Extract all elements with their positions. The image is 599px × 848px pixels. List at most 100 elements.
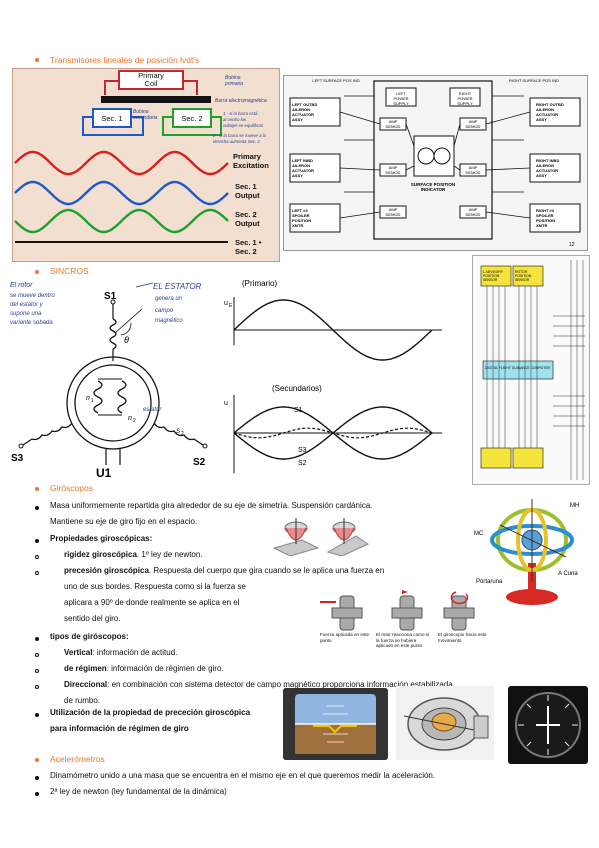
svg-text:El rotor: El rotor (10, 282, 33, 289)
bullet (35, 792, 39, 796)
svg-text:RIGHT: RIGHT (459, 91, 472, 96)
caption-rotor: El rotor reacciona como si la fuerza se … (376, 632, 430, 648)
svg-text:POWER: POWER (393, 96, 408, 101)
svg-text:POSITION: POSITION (515, 274, 532, 278)
svg-text:Sec. 2: Sec. 2 (235, 210, 257, 219)
svg-text:u: u (224, 400, 228, 407)
svg-text:RIGHT #3: RIGHT #3 (536, 208, 555, 213)
svg-text:primaria: primaria (224, 81, 243, 87)
svg-text:LEFT OUTBD: LEFT OUTBD (292, 102, 317, 107)
svg-text:SENSOR: SENSOR (483, 278, 498, 282)
svg-text:AMP: AMP (389, 207, 398, 212)
precesion-line-4: sentido del giro. (64, 614, 121, 623)
sub-bullet (35, 669, 39, 673)
giroscopos-heading: Giróscopos (50, 483, 93, 493)
svg-text:variante sobada: variante sobada (10, 320, 53, 326)
svg-text:AILERON: AILERON (536, 107, 554, 112)
svg-text:Bobina: Bobina (133, 109, 149, 115)
rate-gyro-photo (396, 686, 494, 760)
svg-text:2: 2 (181, 431, 184, 437)
svg-text:Excitation: Excitation (233, 161, 269, 170)
svg-text:ACTUATOR: ACTUATOR (536, 112, 558, 117)
svg-text:SURFACE POSITION: SURFACE POSITION (411, 182, 455, 187)
heading-bullet (35, 487, 39, 491)
svg-text:MC: MC (474, 531, 484, 537)
tipos-label: tipos de giróscopos: (50, 632, 129, 641)
svg-text:LEFT: LEFT (396, 91, 406, 96)
regimen-term: de régimen (64, 664, 107, 673)
svg-text:2: 2 (133, 418, 136, 424)
lvdt-figure: Primary Coil Sec. 1 Sec. 2 Bobina primar… (12, 68, 280, 262)
svg-text:SENSOR: SENSOR (515, 278, 530, 282)
svg-text:voltajes se equilibran: voltajes se equilibran (223, 123, 264, 128)
gyro-rigidity-illustration (272, 514, 372, 557)
svg-text:S3: S3 (298, 447, 307, 454)
vertical-desc: : información de actitud. (92, 648, 178, 657)
svg-text:A Cuna: A Cuna (558, 571, 578, 577)
svg-text:AILERON: AILERON (292, 107, 310, 112)
svg-text:ASSY: ASSY (292, 117, 303, 122)
svg-text:S: S (176, 429, 180, 435)
acel-paragraph-1: Dinamómetro unido a una masa que se encu… (50, 771, 436, 780)
lvdt-heading: Transmisores lineales de posición lvdt's (50, 55, 200, 65)
synchro-schematic: El rotor se mueve dentro del estator y s… (8, 275, 230, 480)
svg-text:DEMOD: DEMOD (386, 212, 401, 217)
precesion-line: precesión giroscópica. Respuesta del cue… (64, 563, 474, 578)
precesion-line-2: uno de sus bordes. Respuesta como si la … (64, 582, 246, 591)
rigidez-desc: . 1º ley de newton. (136, 550, 203, 559)
svg-text:Output: Output (235, 191, 260, 200)
sincros-heading: SINCROS (50, 266, 89, 276)
svg-text:LEFT SURFACE POS IND: LEFT SURFACE POS IND (312, 78, 359, 83)
svg-text:DEMOD: DEMOD (466, 124, 481, 129)
vertical-line: Vertical: información de actitud. (64, 645, 177, 660)
svg-text:DIGITAL FLIGHT GUIDANCE COMPUT: DIGITAL FLIGHT GUIDANCE COMPUTER (485, 366, 550, 370)
sec2-coil-label: Sec. 2 (181, 114, 202, 123)
direccional-desc: : en combinación con sistema detector de… (107, 680, 453, 689)
svg-text:DEMOD: DEMOD (466, 212, 481, 217)
bullet (35, 506, 39, 510)
bullet (35, 776, 39, 780)
svg-text:12: 12 (569, 242, 575, 248)
attitude-indicator-photo (283, 688, 388, 760)
svg-text:magnético: magnético (155, 318, 183, 324)
svg-text:SUPPLY: SUPPLY (457, 101, 473, 106)
svg-text:secundaria: secundaria (133, 115, 158, 121)
heading-bullet (35, 758, 39, 762)
svg-text:(Primario): (Primario) (242, 279, 277, 288)
svg-text:ASSY: ASSY (536, 173, 547, 178)
svg-text:2 · si la barra se mueve a la: 2 · si la barra se mueve a la (212, 133, 267, 138)
svg-text:S2: S2 (193, 457, 206, 468)
svg-text:E: E (229, 303, 233, 309)
svg-text:POSITION: POSITION (536, 218, 555, 223)
gyro-paragraph-1b: Mantiene su eje de giro fijo en el espac… (50, 517, 198, 526)
svg-text:1 · si la barra está: 1 · si la barra está (223, 111, 258, 116)
svg-text:AMP: AMP (469, 119, 478, 124)
svg-text:ASSY: ASSY (536, 117, 547, 122)
svg-text:Primary: Primary (233, 152, 262, 161)
svg-text:AMP: AMP (389, 165, 398, 170)
svg-text:LEFT INBD: LEFT INBD (292, 158, 313, 163)
svg-text:DEMOD: DEMOD (386, 124, 401, 129)
svg-text:DEMOD: DEMOD (466, 170, 481, 175)
svg-text:AILERON: AILERON (536, 163, 554, 168)
svg-text:derecha aumenta Sec. 2: derecha aumenta Sec. 2 (213, 139, 260, 144)
svg-text:L ADVISORY: L ADVISORY (483, 270, 504, 274)
svg-text:U1: U1 (96, 466, 112, 480)
svg-text:POWER: POWER (457, 96, 472, 101)
svg-text:SUPPLY: SUPPLY (393, 101, 409, 106)
svg-text:1: 1 (91, 398, 94, 404)
acel-paragraph-2: 2ª ley de newton (ley fundamental de la … (50, 787, 227, 796)
svg-text:AMP: AMP (469, 165, 478, 170)
direccional-term: Direccional (64, 680, 108, 689)
svg-text:EL ESTATOR: EL ESTATOR (153, 282, 202, 291)
svg-text:LEFT #3: LEFT #3 (292, 208, 308, 213)
vertical-term: Vertical (64, 648, 93, 657)
s1-label: S1 (104, 291, 117, 302)
sub-bullet (35, 555, 39, 559)
bullet (35, 539, 39, 543)
svg-text:n: n (86, 395, 90, 402)
svg-text:al centro los: al centro los (223, 117, 247, 122)
heading-bullet (35, 58, 39, 62)
